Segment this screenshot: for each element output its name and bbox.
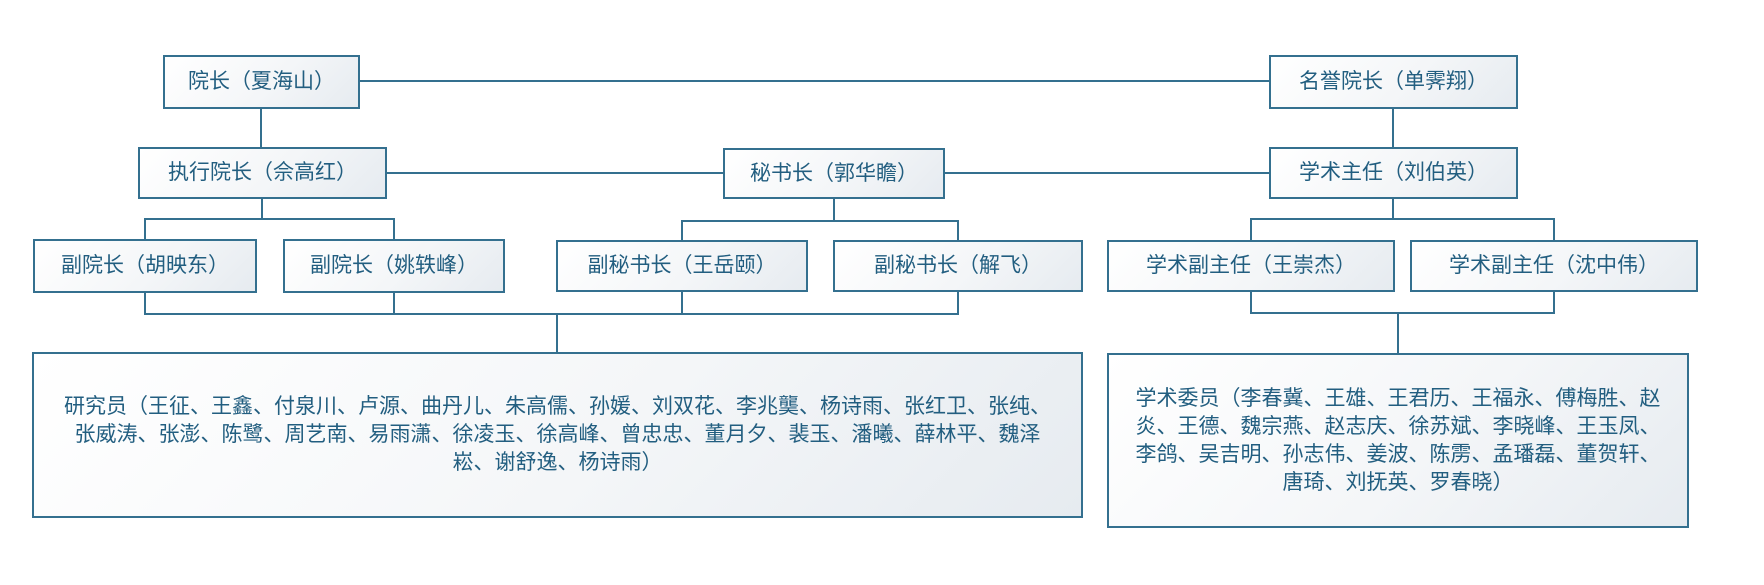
connector-line: [144, 293, 146, 314]
connector-line: [144, 218, 146, 239]
connector-line: [1250, 218, 1555, 220]
connector-line: [1397, 312, 1399, 353]
node-researchers-list: 研究员（王征、王鑫、付泉川、卢源、曲丹儿、朱高儒、孙媛、刘双花、李兆龑、杨诗雨、…: [32, 352, 1083, 518]
connector-line: [681, 220, 959, 222]
connector-line: [144, 313, 959, 315]
connector-line: [1250, 218, 1252, 240]
node-academic-director: 学术主任（刘伯英）: [1269, 147, 1518, 199]
connector-line: [261, 199, 263, 219]
connector-line: [957, 292, 959, 314]
connector-line: [1553, 292, 1555, 313]
node-deputy-secretary-general-1: 副秘书长（王岳颐）: [556, 240, 808, 292]
connector-line: [1553, 218, 1555, 240]
node-academic-committee-list: 学术委员（李春冀、王雄、王君历、王福永、傅梅胜、赵炎、王德、魏宗燕、赵志庆、徐苏…: [1107, 353, 1689, 528]
connector-line: [1392, 109, 1394, 147]
connector-line: [393, 218, 395, 239]
connector-line: [387, 172, 723, 174]
node-academic-deputy-director-1: 学术副主任（王崇杰）: [1107, 240, 1395, 292]
connector-line: [1392, 199, 1394, 219]
connector-line: [1250, 292, 1252, 313]
node-academic-deputy-director-2: 学术副主任（沈中伟）: [1410, 240, 1698, 292]
connector-line: [833, 199, 835, 221]
node-vice-dean-1: 副院长（胡映东）: [33, 239, 257, 293]
connector-line: [1250, 312, 1555, 314]
node-vice-dean-2: 副院长（姚轶峰）: [283, 239, 505, 293]
connector-line: [957, 220, 959, 240]
node-dean: 院长（夏海山）: [163, 55, 360, 109]
connector-line: [260, 109, 262, 147]
connector-line: [681, 220, 683, 240]
connector-line: [681, 292, 683, 314]
connector-line: [393, 293, 395, 314]
connector-line: [556, 313, 558, 352]
node-honorary-dean: 名誉院长（单霁翔）: [1269, 55, 1518, 109]
connector-line: [945, 172, 1269, 174]
connector-line: [360, 80, 1269, 82]
connector-line: [144, 218, 395, 220]
node-deputy-secretary-general-2: 副秘书长（解飞）: [833, 240, 1083, 292]
node-secretary-general: 秘书长（郭华瞻）: [723, 148, 945, 199]
node-executive-dean: 执行院长（佘高红）: [138, 147, 387, 199]
